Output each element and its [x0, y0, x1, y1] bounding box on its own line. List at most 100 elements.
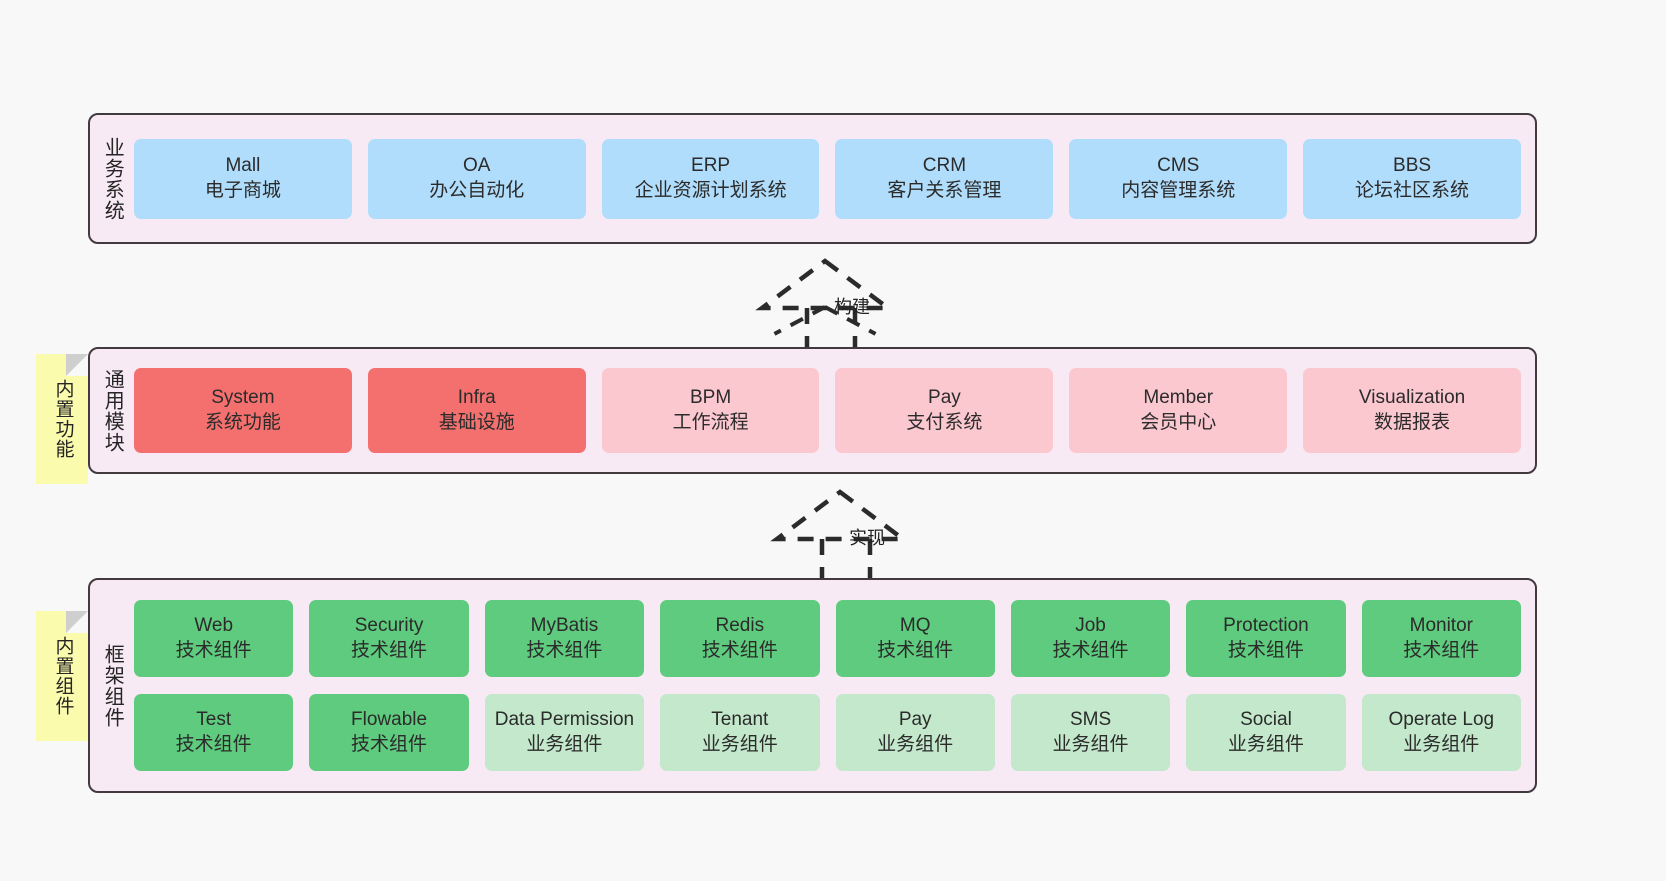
framework-card-redis[interactable]: Redis 技术组件: [660, 600, 820, 677]
card-title: Pay: [898, 708, 932, 730]
card-subtitle: 业务组件: [526, 733, 603, 755]
framework-card-monitor[interactable]: Monitor 技术组件: [1361, 600, 1521, 677]
card-title: Member: [1143, 386, 1214, 408]
layer-body-business: Mall 电子商城 OA 办公自动化 ERP 企业资源计划系统 CRM 客户关系…: [134, 115, 1535, 242]
card-subtitle: 内容管理系统: [1121, 179, 1236, 201]
card-subtitle: 技术组件: [1227, 639, 1304, 661]
card-title: Pay: [928, 386, 961, 408]
card-subtitle: 支付系统: [906, 411, 983, 433]
framework-card-tenant[interactable]: Tenant 业务组件: [660, 694, 820, 771]
card-subtitle: 业务组件: [701, 733, 778, 755]
card-subtitle: 数据报表: [1374, 411, 1451, 433]
framework-biz-row: Test 技术组件 Flowable 技术组件 Data Permission …: [134, 694, 1521, 771]
card-subtitle: 业务组件: [1403, 733, 1480, 755]
card-title: Flowable: [351, 708, 428, 730]
card-title: Protection: [1223, 614, 1309, 636]
framework-card-security[interactable]: Security 技术组件: [309, 600, 469, 677]
module-card-visualization[interactable]: Visualization 数据报表: [1303, 368, 1521, 453]
card-title: Operate Log: [1388, 708, 1495, 730]
note-fold-icon: [66, 611, 88, 633]
card-title: ERP: [691, 154, 731, 176]
card-title: Test: [196, 708, 232, 730]
card-title: Infra: [457, 386, 496, 408]
card-title: CMS: [1157, 154, 1200, 176]
card-title: Social: [1240, 708, 1292, 730]
framework-card-sms[interactable]: SMS 业务组件: [1010, 694, 1171, 771]
module-card-bpm[interactable]: BPM 工作流程: [601, 368, 820, 453]
card-subtitle: 基础设施: [438, 411, 515, 433]
card-subtitle: 技术组件: [701, 639, 778, 661]
card-title: Tenant: [711, 708, 769, 730]
card-title: Redis: [715, 614, 765, 636]
card-subtitle: 技术组件: [175, 639, 252, 661]
card-subtitle: 技术组件: [1403, 639, 1480, 661]
business-card-crm[interactable]: CRM 客户关系管理: [835, 138, 1054, 219]
card-title: Security: [354, 614, 424, 636]
card-subtitle: 会员中心: [1140, 411, 1217, 433]
module-card-member[interactable]: Member 会员中心: [1069, 368, 1288, 453]
card-title: Visualization: [1358, 386, 1466, 408]
framework-card-web[interactable]: Web 技术组件: [134, 600, 294, 677]
card-title: System: [211, 386, 275, 408]
card-title: BPM: [689, 386, 732, 408]
card-title: SMS: [1069, 708, 1112, 730]
card-title: Mall: [225, 154, 261, 176]
framework-card-flowable[interactable]: Flowable 技术组件: [309, 694, 469, 771]
layer-common-modules: 通用模块 System 系统功能 Infra 基础设施 BPM 工作流程 Pay…: [88, 347, 1537, 474]
module-card-row: System 系统功能 Infra 基础设施 BPM 工作流程 Pay 支付系统…: [134, 368, 1521, 453]
layer-framework-components: 框架组件 Web 技术组件 Security 技术组件 MyBatis 技术组件…: [88, 578, 1537, 793]
module-card-infra[interactable]: Infra 基础设施: [367, 368, 586, 453]
framework-card-pay[interactable]: Pay 业务组件: [835, 694, 995, 771]
card-subtitle: 办公自动化: [429, 179, 525, 201]
framework-card-social[interactable]: Social 业务组件: [1186, 694, 1346, 771]
arrowhead-triangle: [755, 258, 895, 311]
module-card-pay[interactable]: Pay 支付系统: [835, 368, 1054, 453]
note-builtin-features: 内置功能: [36, 354, 88, 484]
framework-card-protection[interactable]: Protection 技术组件: [1186, 600, 1346, 677]
card-title: CRM: [922, 154, 967, 176]
note-fold-icon: [66, 354, 88, 376]
card-title: Job: [1075, 614, 1106, 636]
business-card-mall[interactable]: Mall 电子商城: [134, 138, 352, 219]
card-title: MyBatis: [530, 614, 599, 636]
card-title: Web: [194, 614, 234, 636]
card-subtitle: 企业资源计划系统: [634, 179, 787, 201]
card-subtitle: 技术组件: [1052, 639, 1129, 661]
card-subtitle: 电子商城: [204, 179, 281, 201]
connector-build-label: 构建: [834, 297, 870, 317]
note-label: 内置功能: [52, 379, 74, 459]
business-card-oa[interactable]: OA 办公自动化: [367, 138, 586, 219]
card-subtitle: 业务组件: [1227, 733, 1304, 755]
layer-business-systems: 业务系统 Mall 电子商城 OA 办公自动化 ERP 企业资源计划系统 CRM…: [88, 113, 1537, 244]
card-subtitle: 客户关系管理: [887, 179, 1002, 201]
card-title: Data Permission: [494, 708, 635, 730]
framework-card-operate-log[interactable]: Operate Log 业务组件: [1361, 694, 1521, 771]
card-subtitle: 技术组件: [526, 639, 603, 661]
framework-tech-row: Web 技术组件 Security 技术组件 MyBatis 技术组件 Redi…: [134, 600, 1521, 677]
framework-card-mybatis[interactable]: MyBatis 技术组件: [484, 600, 645, 677]
card-title: BBS: [1393, 154, 1432, 176]
card-title: Monitor: [1409, 614, 1473, 636]
module-card-system[interactable]: System 系统功能: [134, 368, 352, 453]
layer-title-framework: 框架组件: [101, 643, 124, 728]
connector-build: 构建: [755, 255, 925, 355]
framework-card-mq[interactable]: MQ 技术组件: [835, 600, 995, 677]
business-card-cms[interactable]: CMS 内容管理系统: [1069, 138, 1288, 219]
card-subtitle: 技术组件: [351, 733, 428, 755]
business-card-bbs[interactable]: BBS 论坛社区系统: [1303, 138, 1521, 219]
card-subtitle: 论坛社区系统: [1355, 179, 1470, 201]
note-builtin-components: 内置组件: [36, 611, 88, 741]
note-label: 内置组件: [52, 636, 74, 716]
framework-card-test[interactable]: Test 技术组件: [134, 694, 294, 771]
framework-card-data-permission[interactable]: Data Permission 业务组件: [484, 694, 645, 771]
business-card-erp[interactable]: ERP 企业资源计划系统: [601, 138, 820, 219]
card-subtitle: 系统功能: [204, 411, 281, 433]
card-subtitle: 工作流程: [672, 411, 749, 433]
card-subtitle: 业务组件: [1052, 733, 1129, 755]
connector-implement-label: 实现: [849, 528, 885, 548]
card-subtitle: 业务组件: [877, 733, 954, 755]
layer-body-modules: System 系统功能 Infra 基础设施 BPM 工作流程 Pay 支付系统…: [134, 349, 1535, 472]
layer-body-framework: Web 技术组件 Security 技术组件 MyBatis 技术组件 Redi…: [134, 580, 1535, 791]
framework-card-job[interactable]: Job 技术组件: [1010, 600, 1171, 677]
